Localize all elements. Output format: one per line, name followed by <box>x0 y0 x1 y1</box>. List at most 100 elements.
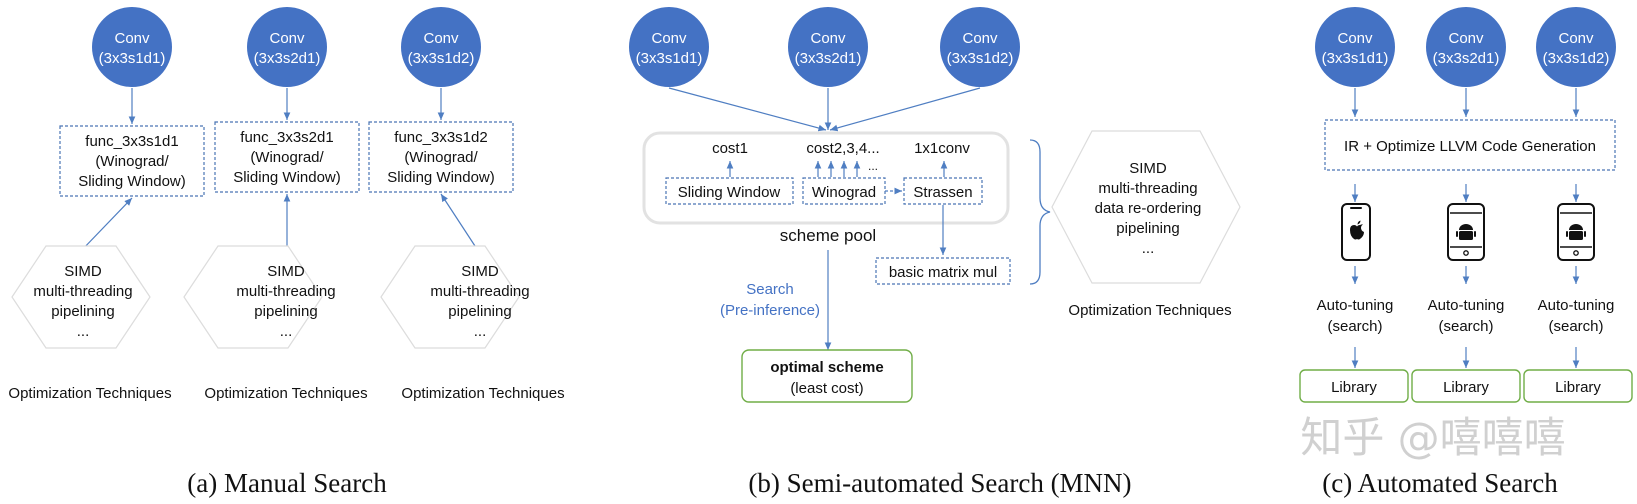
panel-b-caption: (b) Semi-automated Search (MNN) <box>748 468 1131 498</box>
conv-params: (3x3s1d2) <box>408 50 475 67</box>
scheme-label: Strassen <box>913 184 972 201</box>
conv-node <box>629 7 709 87</box>
conv-params: (3x3s1d2) <box>1543 50 1610 67</box>
technique-item: SIMD <box>461 263 499 280</box>
panel-b: Conv (3x3s1d1) Conv (3x3s2d1) Conv (3x3s… <box>629 7 1241 498</box>
panel-c-conv-1: Conv (3x3s1d1) <box>1315 7 1395 87</box>
technique-item: pipelining <box>1116 220 1179 237</box>
func-name: func_3x3s1d1 <box>85 133 178 150</box>
library-label: Library <box>1555 379 1601 396</box>
arrow-conv-to-pool <box>829 87 981 132</box>
arrow-conv-to-pool <box>668 87 827 132</box>
panel-a-func-1: func_3x3s1d1 (Winograd/ Sliding Window) <box>59 125 205 197</box>
panel-a-conv-1: Conv (3x3s1d1) <box>92 7 172 87</box>
autotune-label: (search) <box>1438 318 1493 335</box>
conv-params: (3x3s2d1) <box>1433 50 1500 67</box>
technique-item: pipelining <box>448 303 511 320</box>
conv-node <box>247 7 327 87</box>
conv-params: (3x3s2d1) <box>254 50 321 67</box>
conv-label: Conv <box>1337 30 1373 47</box>
scheme-box-winograd <box>802 177 886 205</box>
search-label: Search <box>746 281 794 298</box>
conv-node <box>940 7 1020 87</box>
brace <box>1029 139 1051 285</box>
panel-c-caption: (c) Automated Search <box>1322 468 1558 498</box>
technique-item: pipelining <box>254 303 317 320</box>
panel-a-conv-3: Conv (3x3s1d2) <box>401 7 481 87</box>
scheme-box-strassen <box>903 177 983 205</box>
library-box <box>1523 369 1633 403</box>
technique-item: ... <box>474 323 487 340</box>
func-box <box>59 125 205 197</box>
android-phone-icon <box>1557 203 1595 261</box>
conv-label: Conv <box>269 30 305 47</box>
cost-ellipsis: ... <box>868 159 878 173</box>
optimal-scheme-box <box>741 349 913 403</box>
library-box <box>1299 369 1409 403</box>
panel-a-conv-2: Conv (3x3s2d1) <box>247 7 327 87</box>
conv-label: Conv <box>423 30 459 47</box>
func-detail: Sliding Window) <box>78 173 186 190</box>
search-label: (Pre-inference) <box>720 302 820 319</box>
cost-label: cost1 <box>712 140 748 157</box>
conv-label: Conv <box>962 30 998 47</box>
scheme-pool-label: scheme pool <box>780 226 876 245</box>
technique-item: multi-threading <box>430 283 529 300</box>
panel-c: Conv (3x3s1d1) Conv (3x3s2d1) Conv (3x3s… <box>1299 7 1633 498</box>
library-label: Library <box>1331 379 1377 396</box>
panel-b-conv-2: Conv (3x3s2d1) <box>788 7 868 87</box>
techniques-label: Optimization Techniques <box>401 385 564 402</box>
arrow-technique-to-func <box>440 193 476 247</box>
panel-a-techniques-2: SIMD multi-threading pipelining ... Opti… <box>183 245 368 402</box>
autotune-label: (search) <box>1327 318 1382 335</box>
technique-item: ... <box>1142 240 1155 257</box>
conv-label: Conv <box>810 30 846 47</box>
ir-codegen-box <box>1324 119 1616 171</box>
android-phone-icon <box>1447 203 1485 261</box>
func-detail: (Winograd/ <box>404 149 478 166</box>
technique-item: pipelining <box>51 303 114 320</box>
panel-c-conv-2: Conv (3x3s2d1) <box>1426 7 1506 87</box>
autotune-label: Auto-tuning <box>1317 297 1394 314</box>
panel-a: Conv (3x3s1d1) Conv (3x3s2d1) Conv (3x3s… <box>8 7 565 498</box>
library-label: Library <box>1443 379 1489 396</box>
func-detail: Sliding Window) <box>233 169 341 186</box>
technique-item: multi-threading <box>236 283 335 300</box>
ir-codegen-label: IR + Optimize LLVM Code Generation <box>1344 138 1596 155</box>
cost-label: cost2,3,4... <box>806 140 879 157</box>
panel-a-caption: (a) Manual Search <box>187 468 387 498</box>
func-box <box>214 121 360 193</box>
techniques-label: Optimization Techniques <box>204 385 367 402</box>
func-name: func_3x3s1d2 <box>394 129 487 146</box>
func-detail: (Winograd/ <box>250 149 324 166</box>
panel-b-conv-1: Conv (3x3s1d1) <box>629 7 709 87</box>
scheme-box-sliding-window <box>665 177 794 205</box>
scheme-box-basic-matrix-mul <box>875 257 1011 285</box>
scheme-label: Winograd <box>812 184 876 201</box>
technique-item: SIMD <box>1129 160 1167 177</box>
technique-hexagon <box>183 245 323 349</box>
conv-label: Conv <box>1448 30 1484 47</box>
conv-params: (3x3s2d1) <box>795 50 862 67</box>
scheme-label: Sliding Window <box>678 184 781 201</box>
cost-label: 1x1conv <box>914 140 970 157</box>
iphone-icon <box>1341 203 1371 261</box>
conv-node <box>92 7 172 87</box>
library-box <box>1411 369 1521 403</box>
technique-item: data re-ordering <box>1095 200 1202 217</box>
technique-hexagon <box>11 245 151 349</box>
panel-c-conv-3: Conv (3x3s1d2) <box>1536 7 1616 87</box>
technique-hexagon <box>380 245 520 349</box>
conv-node <box>1536 7 1616 87</box>
conv-label: Conv <box>1558 30 1594 47</box>
optimal-scheme-subtitle: (least cost) <box>790 380 863 397</box>
conv-label: Conv <box>651 30 687 47</box>
techniques-label: Optimization Techniques <box>8 385 171 402</box>
conv-node <box>1426 7 1506 87</box>
panel-a-techniques-3: SIMD multi-threading pipelining ... Opti… <box>380 245 565 402</box>
conv-node <box>788 7 868 87</box>
technique-item: ... <box>77 323 90 340</box>
technique-item: ... <box>280 323 293 340</box>
